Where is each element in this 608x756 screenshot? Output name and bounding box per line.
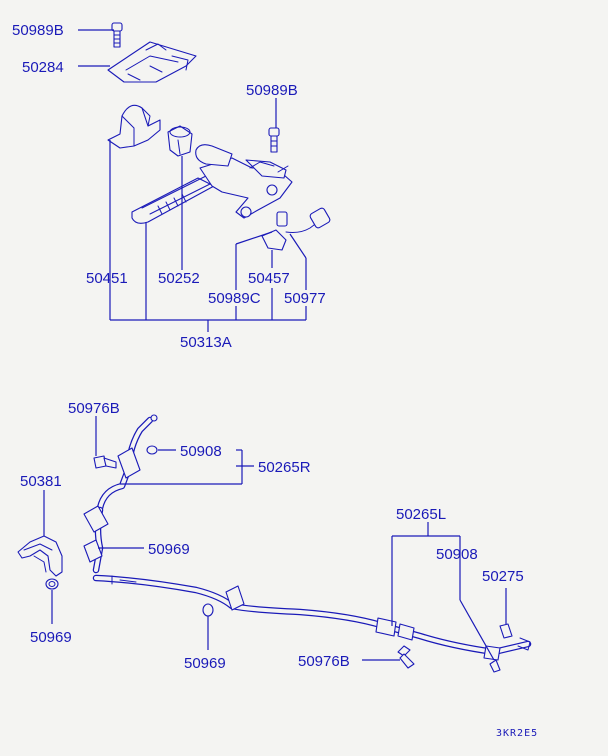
leaders-upper xyxy=(78,29,307,332)
label-50457: 50457 xyxy=(248,270,290,287)
boot-50451 xyxy=(107,104,161,149)
label-50989c: 50989C xyxy=(208,290,261,307)
label-50969-bottom: 50969 xyxy=(184,655,226,672)
grommet-50969-bottom xyxy=(202,603,214,617)
switch-50457 xyxy=(261,207,331,251)
label-50265l: 50265L xyxy=(396,506,446,523)
bracket-50284 xyxy=(107,41,197,83)
label-50969-left: 50969 xyxy=(30,629,72,646)
clip-50275 xyxy=(499,623,513,639)
diagram-code: 3KR2E5 xyxy=(496,728,538,739)
label-50976b-bottom: 50976B xyxy=(298,653,350,670)
part-labels: 50989B 50284 50989B 50451 50252 50457 50… xyxy=(12,22,538,739)
label-50976b-top: 50976B xyxy=(68,400,120,417)
parking-brake-lever xyxy=(131,144,293,224)
label-50313a: 50313A xyxy=(180,334,232,351)
brake-cable-50265 xyxy=(83,414,532,661)
label-50275: 50275 xyxy=(482,568,524,585)
grip-50252 xyxy=(167,125,193,157)
label-50265r: 50265R xyxy=(258,459,311,476)
clip-50908-right xyxy=(489,659,501,673)
bolt-50989b-right xyxy=(268,127,280,153)
label-50908-right: 50908 xyxy=(436,546,478,563)
bracket-50381 xyxy=(17,535,63,577)
label-50969-mid: 50969 xyxy=(148,541,190,558)
bolt-50976b-top xyxy=(93,455,117,469)
label-50977: 50977 xyxy=(284,290,326,307)
leaders-lower xyxy=(43,416,507,661)
label-50284: 50284 xyxy=(22,59,64,76)
bolt-50976b-bottom xyxy=(397,645,415,669)
label-50989b-top: 50989B xyxy=(12,22,64,39)
label-50252: 50252 xyxy=(158,270,200,287)
label-50908-top: 50908 xyxy=(180,443,222,460)
grommet-50969-left xyxy=(45,578,59,590)
clip-50908-top xyxy=(146,445,158,455)
label-50451: 50451 xyxy=(86,270,128,287)
label-50989b-right: 50989B xyxy=(246,82,298,99)
bolt-50989b-top xyxy=(111,22,123,48)
label-50381: 50381 xyxy=(20,473,62,490)
